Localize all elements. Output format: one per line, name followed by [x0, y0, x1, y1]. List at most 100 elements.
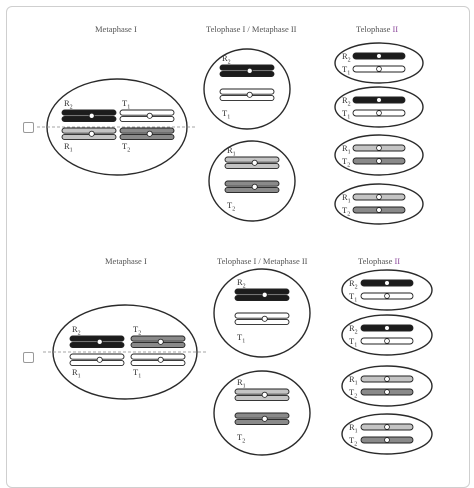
option-1-telophase2-cell-2-bottom-label: T1 — [342, 108, 350, 121]
option-2-telophase2-cell-4-top-label-subscript: 1 — [355, 429, 358, 435]
option-1-telophase2-cell-4-top-label-subscript: 1 — [348, 199, 351, 205]
option-2-mid-cell-2-bottom-chromosome — [234, 412, 290, 426]
option-1-telophase2-cell-4-top-label: R1 — [342, 192, 351, 205]
option-1-telophase2-cell-1-top-label-letter: R — [342, 51, 348, 61]
option-2-meta-right-bottom-chromosome — [130, 353, 186, 367]
option-2-telophase2-cell-1-top-label: R2 — [349, 278, 358, 291]
option-1-meta-left-bottom-chromosome-centromere — [88, 130, 95, 137]
option-1-telophase2-cell-1-top-label: R2 — [342, 51, 351, 64]
option-2-mid-cell-1-bottom-label-subscript: 1 — [242, 339, 245, 345]
option-2-telophase2-cell-4-top-centromere — [384, 424, 390, 430]
option-2-mid-cell-2-top-label-letter: R — [237, 377, 243, 387]
option-2-telophase2-cell-4-bottom-centromere — [384, 437, 390, 443]
option-1-header-telophase-2-prefix: Telophase — [356, 24, 393, 34]
option-1-meta-left-bottom-chromosome-chromatid-2 — [61, 133, 117, 141]
option-2-telophase2-cell-3-top-label: R1 — [349, 374, 358, 387]
option-1-telophase2-cell-3-top-label: R1 — [342, 143, 351, 156]
option-2-meta-left-bottom-chromosome-centromere — [96, 356, 103, 363]
option-2-mid-cell-2-top-label: R1 — [237, 377, 246, 390]
option-1-mid-cell-2-top-chromosome-centromere — [251, 159, 258, 166]
option-2-header-metaphase-1: Metaphase I — [105, 256, 147, 266]
option-2-header-telophase-2: Telophase II — [358, 256, 400, 266]
option-2-telophase2-cell-2-bottom-label-letter: T — [349, 336, 355, 346]
option-1-mid-cell-2-top-label-subscript: 1 — [233, 152, 236, 158]
option-1-meta-left-bottom-label-subscript: 1 — [70, 148, 73, 154]
option-1-mid-cell-1-top-chromosome-chromatid-1 — [219, 64, 275, 71]
option-2-meta-left-top-chromosome-centromere — [96, 338, 103, 345]
option-1-mid-cell-2-bottom-chromosome-centromere — [251, 183, 258, 190]
option-1-header-telophase-2-numeral: II — [392, 24, 399, 34]
option-1-meta-right-top-chromosome-centromere — [146, 112, 153, 119]
option-1-mid-cell-1-bottom-chromosome — [219, 88, 275, 102]
option-2-telophase2-cell-3-top-label-subscript: 1 — [355, 381, 358, 387]
option-1-meta-right-top-chromosome-chromatid-1 — [119, 109, 175, 116]
option-1-radio[interactable] — [23, 122, 34, 133]
option-1-meta-right-top-label-subscript: 1 — [127, 105, 130, 111]
option-1-telophase2-cell-3-top-label-letter: R — [342, 143, 348, 153]
option-1-meta-right-bottom-label-subscript: 2 — [127, 148, 130, 154]
option-1-mid-cell-1-bottom-label: T1 — [222, 108, 230, 121]
option-2-telophase2-cell-2-top-label-subscript: 2 — [355, 330, 358, 336]
option-2-meta-left-bottom-chromosome-chromatid-1 — [69, 353, 125, 360]
option-1-telophase2-cell-1-bottom-label-letter: T — [342, 64, 348, 74]
option-1-mid-cell-1-top-chromosome-chromatid-2 — [219, 70, 275, 78]
option-2-telophase2-cell-4-top-chromosome — [360, 423, 414, 431]
option-2-mid-cell-2-top-chromosome — [234, 388, 290, 402]
option-1-mid-cell-2-bottom-label-subscript: 2 — [232, 207, 235, 213]
option-1-telophase2-cell-4-bottom-label: T2 — [342, 205, 350, 218]
option-2-mid-cell-2-top-chromosome-centromere — [261, 391, 268, 398]
option-2-meta-left-top-label-letter: R — [72, 324, 78, 334]
option-1-mid-cell-2-bottom-chromosome-chromatid-2 — [224, 186, 280, 194]
option-1-mid-cell-2-top-label: R1 — [227, 145, 236, 158]
option-1-header-telophase-2: Telophase II — [356, 24, 398, 34]
option-1-telophase2-cell-4-top-centromere — [376, 194, 382, 200]
option-2-telophase2-cell-3-top-label-letter: R — [349, 374, 355, 384]
option-2-telophase2-cell-3-bottom-label: T2 — [349, 387, 357, 400]
option-1-telophase2-cell-1-top-label-subscript: 2 — [348, 58, 351, 64]
option-1-meta-right-bottom-chromosome-chromatid-1 — [119, 127, 175, 134]
option-2-meta-right-top-label-subscript: 2 — [138, 331, 141, 337]
option-1-mid-cell-1-top-label-letter: R — [222, 53, 228, 63]
option-2-mid-cell-1-top-label: R2 — [237, 277, 246, 290]
option-2-mid-cell-1-bottom-chromosome-chromatid-2 — [234, 318, 290, 326]
option-1-mid-cell-1-bottom-chromosome-chromatid-2 — [219, 94, 275, 102]
option-2-meta-left-top-chromosome — [69, 335, 125, 349]
option-1-meta-left-top-label-letter: R — [64, 98, 70, 108]
option-1-telophase2-cell-3-bottom-label: T2 — [342, 156, 350, 169]
option-2-meta-left-bottom-label-subscript: 1 — [78, 374, 81, 380]
option-1-telophase2-cell-4-bottom-label-subscript: 2 — [347, 212, 350, 218]
option-2-telophase2-cell-1-bottom-chromosome — [360, 292, 414, 300]
option-1-mid-cell-1-bottom-chromosome-centromere — [246, 91, 253, 98]
option-2-mid-cell-1-top-label-subscript: 2 — [243, 284, 246, 290]
option-2-meta-left-bottom-chromosome-chromatid-2 — [69, 359, 125, 367]
option-1-mid-cell-1-top-label-subscript: 2 — [228, 60, 231, 66]
option-2-telophase2-cell-1-bottom-label-subscript: 1 — [354, 298, 357, 304]
option-1-telophase2-cell-1-bottom-label: T1 — [342, 64, 350, 77]
option-2-mid-cell-2-bottom-chromosome-centromere — [261, 415, 268, 422]
option-1-telophase2-cell-1-bottom-chromosome — [352, 65, 406, 73]
option-2-meta-right-top-chromosome — [130, 335, 186, 349]
option-1-telophase2-cell-3-top-chromosome — [352, 144, 406, 152]
option-2-telophase2-cell-3-bottom-label-subscript: 2 — [354, 394, 357, 400]
option-1-mid-cell-2-bottom-label-letter: T — [227, 200, 233, 210]
option-2-mid-cell-1-bottom-chromosome-centromere — [261, 315, 268, 322]
option-1-telophase2-cell-2-top-label-subscript: 2 — [348, 102, 351, 108]
option-2-meta-left-top-label-subscript: 2 — [78, 331, 81, 337]
option-1-mid-cell-2-top-chromosome — [224, 156, 280, 170]
option-2-meta-right-top-chromosome-chromatid-1 — [130, 335, 186, 342]
option-1-meta-left-bottom-chromosome — [61, 127, 117, 141]
option-1-meta-left-top-label-subscript: 2 — [70, 105, 73, 111]
option-2-meta-right-top-label: T2 — [133, 324, 141, 337]
option-2-telophase2-cell-1-top-label-letter: R — [349, 278, 355, 288]
option-1-meta-right-bottom-label: T2 — [122, 141, 130, 154]
option-1-mid-cell-1-bottom-label-subscript: 1 — [227, 115, 230, 121]
option-2-telophase2-cell-1-bottom-centromere — [384, 293, 390, 299]
option-1-mid-cell-1-bottom-label-letter: T — [222, 108, 228, 118]
option-2-meta-right-bottom-label-letter: T — [133, 367, 139, 377]
option-1-meta-left-top-chromosome-chromatid-2 — [61, 115, 117, 123]
option-2-radio[interactable] — [23, 352, 34, 363]
option-1-telophase2-cell-4-bottom-chromosome — [352, 206, 406, 214]
option-2-telophase2-cell-2-top-label-letter: R — [349, 323, 355, 333]
option-2-telophase2-cell-1-bottom-label-letter: T — [349, 291, 355, 301]
option-1-meta-right-bottom-label-letter: T — [122, 141, 128, 151]
